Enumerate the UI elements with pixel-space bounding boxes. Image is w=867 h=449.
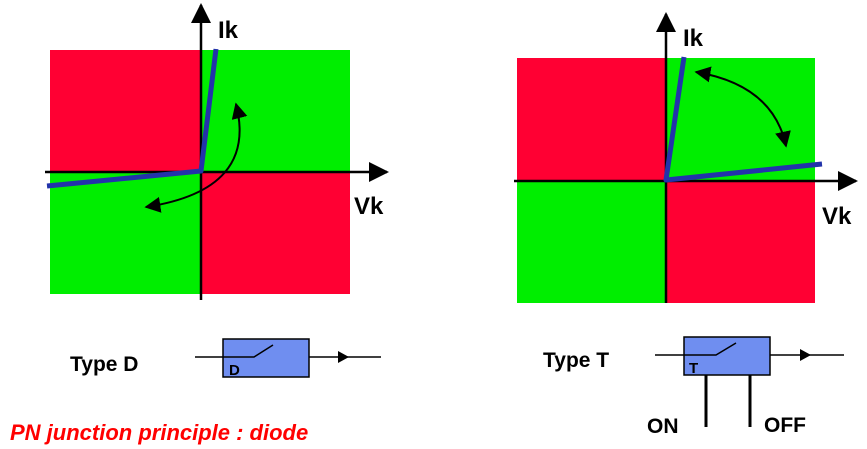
quadrant-top-left <box>517 58 666 182</box>
caption: PN junction principle : diode <box>10 420 308 445</box>
current-axis-label: Ik <box>683 25 704 52</box>
voltage-axis-label: Vk <box>354 193 384 220</box>
type-t-diagram: Ik Vk Type T T ON OFF <box>514 12 858 438</box>
characteristic-curve <box>663 56 823 183</box>
switch-box <box>683 336 771 376</box>
type-d-label: Type D <box>70 353 138 376</box>
quadrant-bottom-left <box>517 182 666 303</box>
switch-letter: T <box>689 360 698 377</box>
transition-arrow <box>694 66 791 148</box>
quadrant-top-left <box>50 50 201 173</box>
voltage-axis-label: Vk <box>822 203 852 230</box>
switch-box <box>222 338 310 378</box>
current-direction-arrow <box>338 351 349 363</box>
switch-contact <box>684 342 737 356</box>
quadrant-bottom-right <box>666 182 815 303</box>
quadrant-top-right <box>666 58 815 182</box>
current-direction-arrow <box>800 349 811 361</box>
switch-letter: D <box>229 362 240 379</box>
current-axis-label: Ik <box>218 17 239 44</box>
transition-arrow <box>144 102 248 213</box>
quadrant-top-right <box>201 50 350 173</box>
type-t-label: Type T <box>543 349 609 372</box>
type-d-diagram: Ik Vk Type D D <box>45 3 389 379</box>
quadrant-bottom-right <box>201 173 350 294</box>
quadrant-bottom-left <box>50 173 201 294</box>
off-label: OFF <box>764 414 806 437</box>
switch-contact <box>223 344 274 358</box>
on-label: ON <box>647 415 679 438</box>
